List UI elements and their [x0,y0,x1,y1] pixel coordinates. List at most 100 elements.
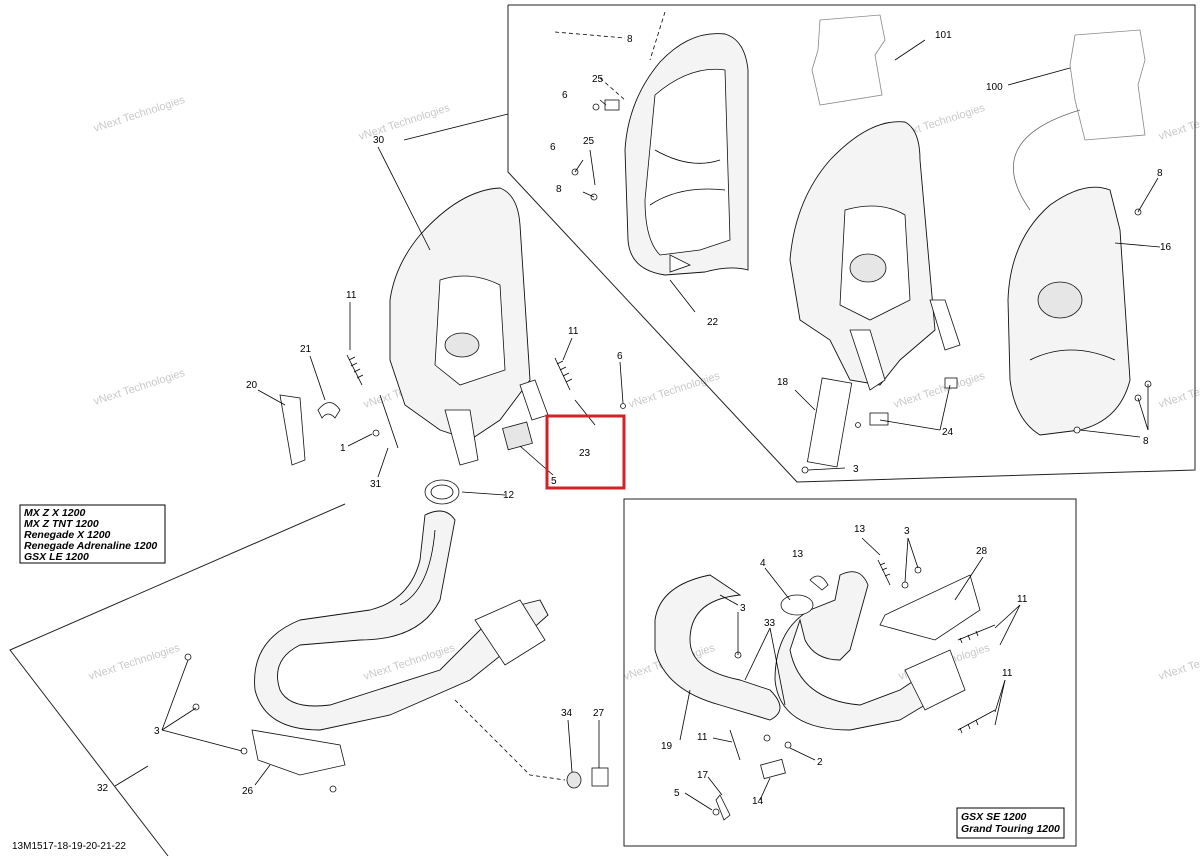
watermark: vNext Technologies [892,370,987,411]
callout: 34 [561,708,573,719]
callout: 27 [593,708,605,719]
bracket-17 [715,794,731,821]
callout: 2 [817,757,823,768]
heat-shield-28 [879,574,981,641]
model-box-right: GSX SE 1200 Grand Touring 1200 [956,807,1065,839]
callout: 31 [370,479,382,490]
spring-11-mid [554,357,573,391]
leader-dashed [454,699,566,781]
callout: 25 [592,74,604,85]
callout: 19 [661,741,673,752]
spring-11-d [729,729,741,761]
highlight-box [545,414,626,490]
airbox-inlet [849,253,887,283]
callout: 23 [579,448,591,459]
callout: 100 [986,82,1003,93]
callout: 13 [854,524,866,535]
callout: 12 [503,490,515,501]
foam-seal-100 [1069,29,1146,141]
catalyst-right [904,649,966,711]
callout: 5 [674,788,680,799]
clip-25 [604,99,620,111]
callout: 3 [154,726,160,737]
watermark: vNext Technologies [357,102,452,143]
callout: 11 [568,326,579,337]
callout: 3 [853,464,859,475]
panel-top-right [507,4,1196,483]
callout: 3 [904,526,910,537]
ring-12 [424,479,460,505]
callout: 1 [340,443,346,454]
exhaust-right-group [654,559,996,821]
foam-seal-101 [811,14,886,106]
model-label: Renegade X 1200 [24,529,111,541]
watermark: vNext Technologies [92,94,187,135]
callouts: 8 101 100 25 6 25 6 8 22 8 16 18 24 3 8 … [97,30,1172,807]
leader-panel-top [403,113,509,141]
bracket-27 [591,767,609,787]
callout: 8 [1143,436,1149,447]
reference-code: 13M1517-18-19-20-21-22 [12,841,126,852]
leaders-left-exhaust [114,659,600,787]
model-label: Renegade Adrenaline 1200 [24,540,157,552]
callout: 6 [562,90,568,101]
callout: 11 [1002,668,1013,679]
callout: 101 [935,30,952,41]
panel-bottom-right [623,498,1077,847]
callout: 11 [346,290,357,301]
main-airbox-inlet [444,332,480,358]
callout: 5 [551,476,557,487]
leaders-right-bottom [679,537,1021,811]
heat-shield-26 [251,729,346,776]
callout: 26 [242,786,254,797]
spring-13-a [877,559,891,586]
callout: 6 [617,351,623,362]
spring-11-c [957,709,996,734]
callout: 33 [764,618,776,629]
watermark: vNext Technologies [1157,370,1200,411]
rod-31 [379,394,399,449]
model-label: MX Z X 1200 [24,507,85,519]
pin-23 [574,399,596,426]
watermark: vNext Technologies [1157,102,1200,143]
callout: 11 [697,732,708,743]
callout: 22 [707,317,719,328]
model-label: GSX SE 1200 [961,811,1027,823]
model-label: MX Z TNT 1200 [24,518,99,530]
callout: 20 [246,380,258,391]
bracket-18 [806,377,853,468]
callout: 4 [760,558,766,569]
exhaust-shield-19 [654,574,781,721]
callout: 21 [300,344,312,355]
callout: 17 [697,770,709,781]
watermark: vNext Technologies [92,367,187,408]
airbox-cover-group [571,14,1152,474]
callout: 8 [1157,168,1163,179]
watermark: vNext Technologies [87,642,182,683]
callout: 30 [373,135,385,146]
callout: 13 [792,549,804,560]
main-airbox-group [279,187,626,505]
bracket-20 [279,394,306,466]
callout: 28 [976,546,988,557]
bracket-14 [760,758,786,780]
callout: 14 [752,796,764,807]
leaders-top-right [554,11,1161,471]
callout: 3 [740,603,746,614]
callout: 24 [942,427,954,438]
panel-frames [9,4,1196,857]
exhaust-pipe-33 [774,571,956,731]
callout: 8 [627,34,633,45]
model-label: GSX LE 1200 [24,551,89,563]
grommet-34 [566,771,582,789]
callout: 18 [777,377,789,388]
callout: 8 [556,184,562,195]
callout: 25 [583,136,595,147]
spring-11-left [346,354,364,386]
panel-bottom-left [9,503,346,857]
exhaust-pipe-32 [254,510,549,731]
callout: 16 [1160,242,1172,253]
spring-11-b [957,624,996,644]
callout: 32 [97,783,109,794]
model-box-left: MX Z X 1200 MX Z TNT 1200 Renegade X 120… [19,504,166,564]
